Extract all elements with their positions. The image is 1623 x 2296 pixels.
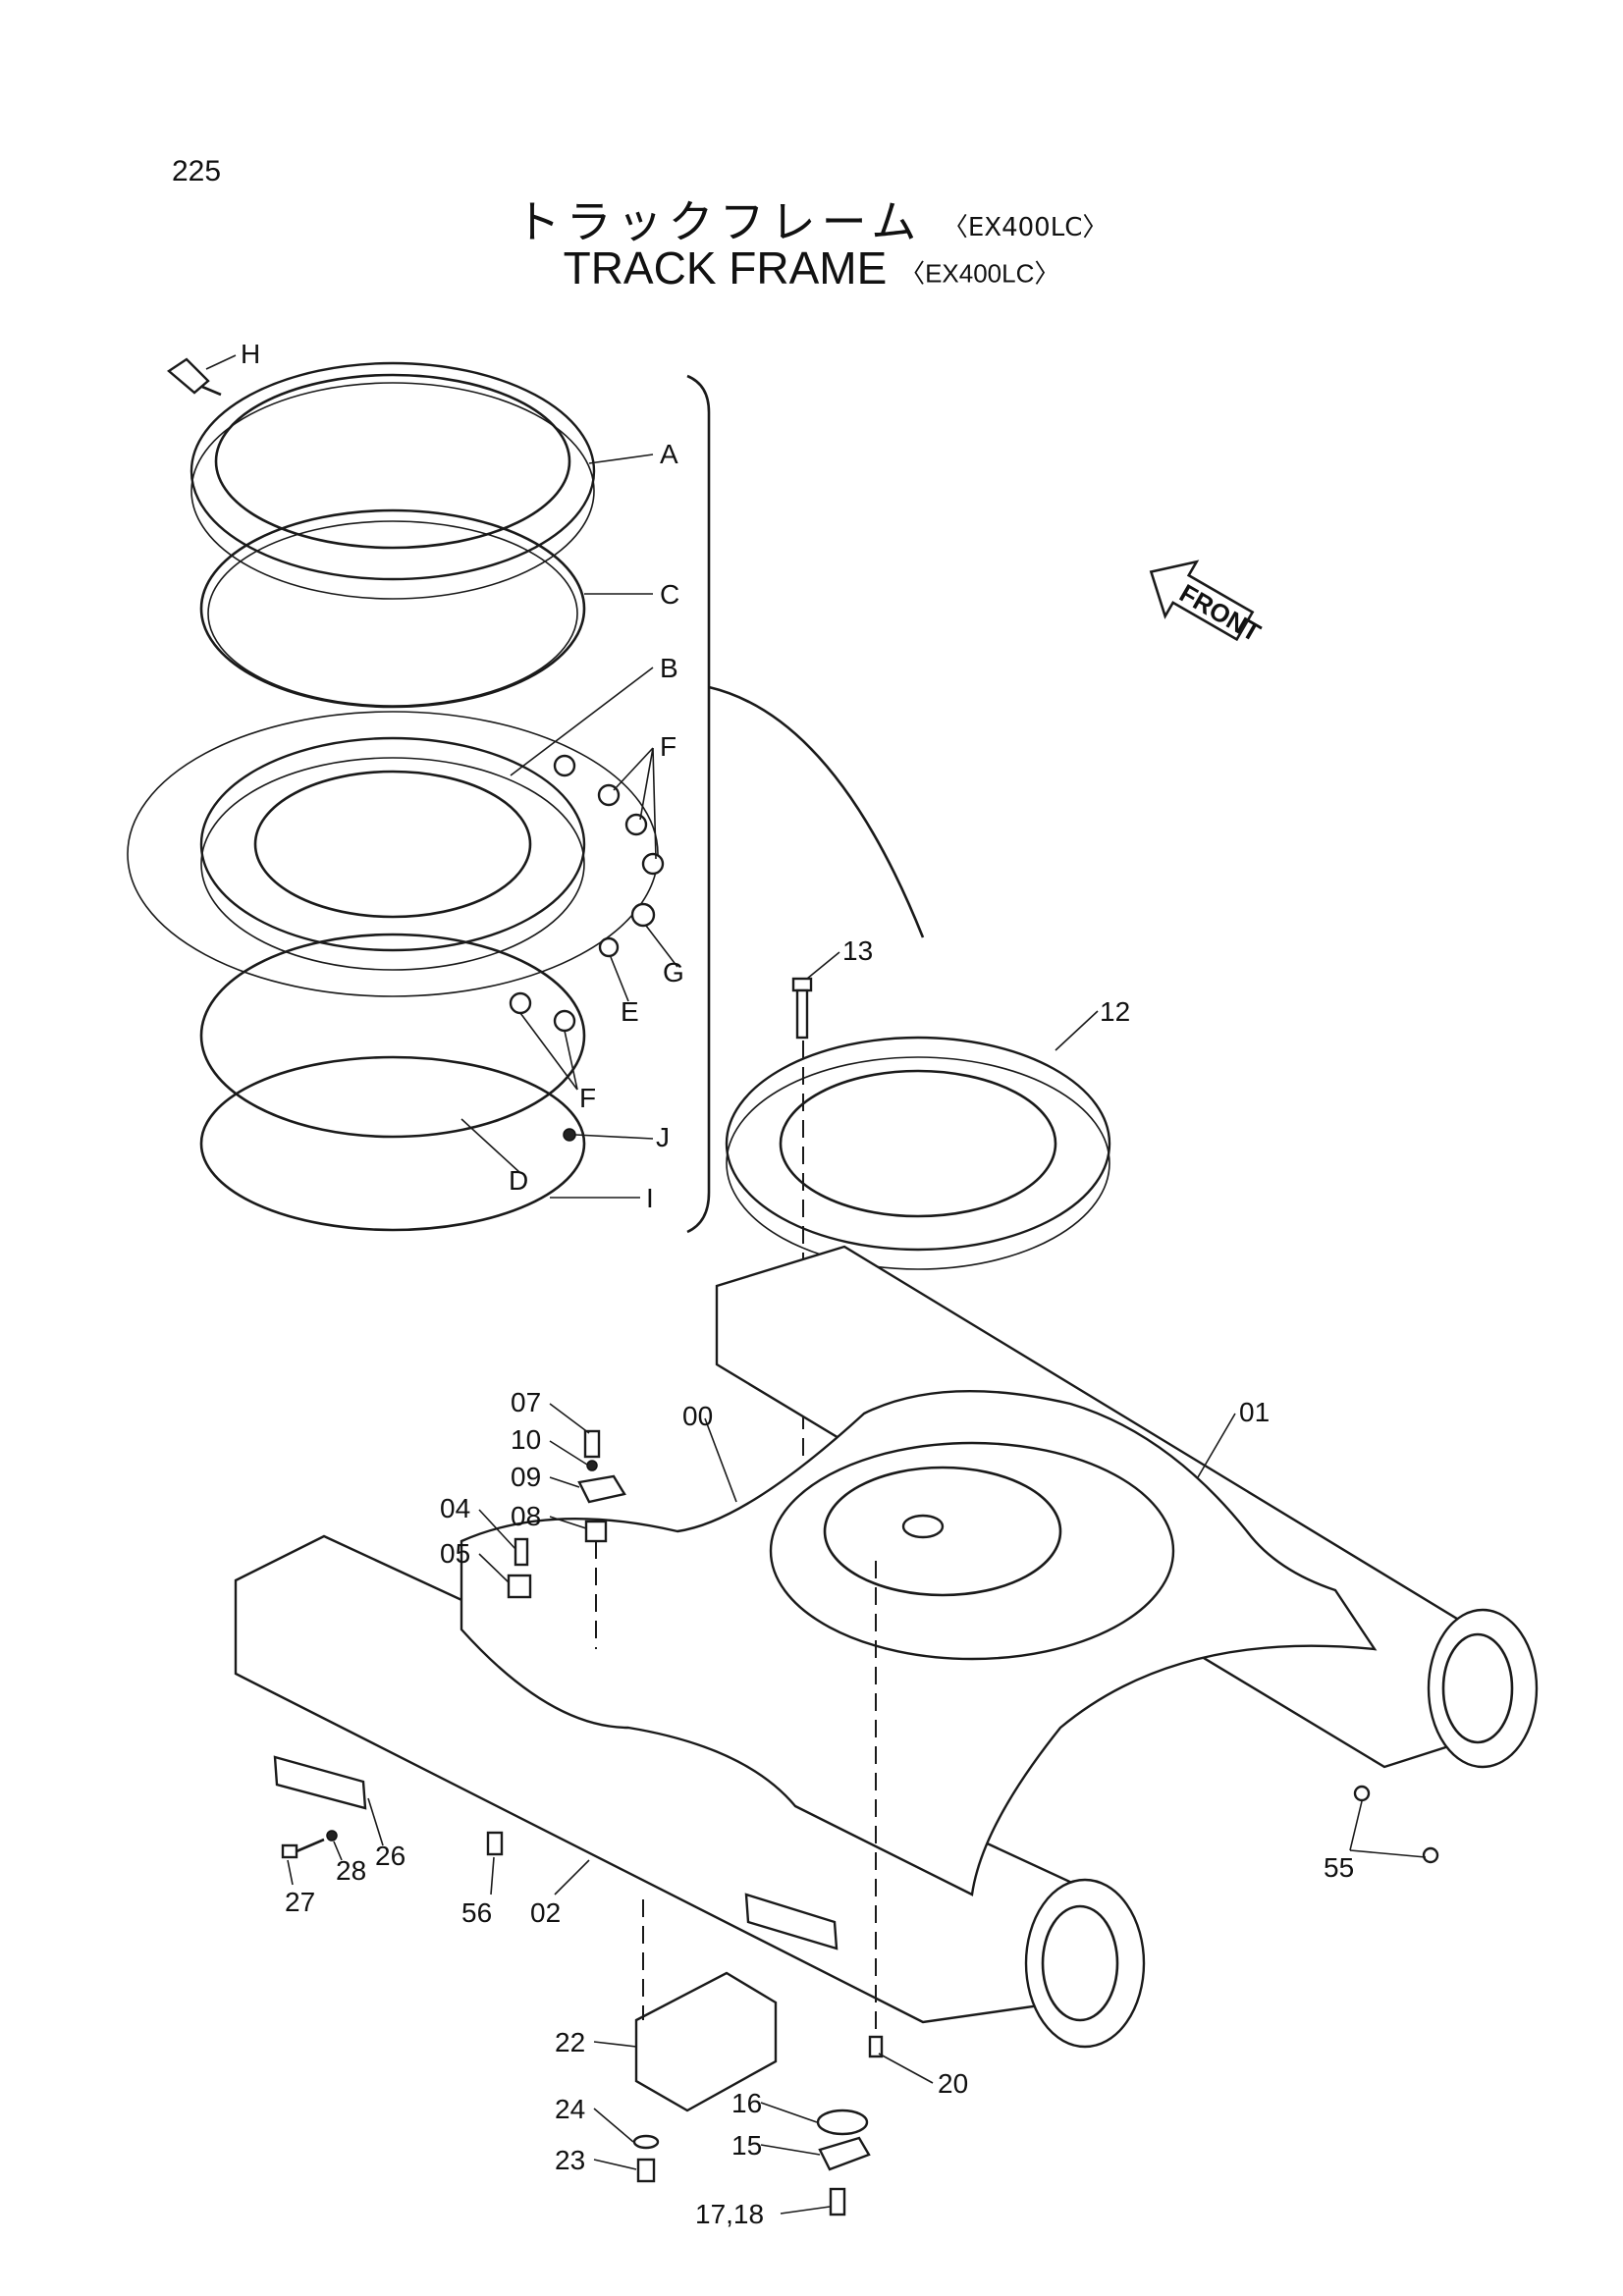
callout-10: 10 [511, 1424, 541, 1455]
callout-05: 05 [440, 1538, 470, 1569]
inner-race-b [199, 736, 586, 971]
plug-j [563, 1128, 576, 1142]
callout-24: 24 [555, 2094, 585, 2124]
plate-09 [577, 1474, 626, 1504]
plug-55b [1422, 1846, 1439, 1864]
callout-15: 15 [731, 2130, 762, 2161]
rollers-f [509, 754, 665, 1033]
page-number: 225 [172, 155, 222, 187]
bolt-23 [636, 2158, 656, 2183]
callout-17-18: 17,18 [695, 2199, 764, 2229]
title-japanese-text: トラックフレーム [514, 195, 923, 248]
ring-i [199, 1055, 586, 1232]
callout-c: C [660, 579, 679, 610]
bolt-27 [281, 1838, 325, 1859]
roller-g [630, 902, 656, 928]
bushing-05 [507, 1574, 532, 1599]
bearing-12 [725, 1036, 1111, 1270]
track-frame [234, 1245, 1539, 2049]
bushing-08 [584, 1520, 608, 1543]
callout-09: 09 [511, 1462, 541, 1492]
callout-h: H [241, 339, 260, 369]
front-arrow-icon [1149, 560, 1255, 642]
title-japanese: トラックフレーム 〈EX400LC〉 [0, 187, 1623, 251]
seal-d [199, 933, 586, 1139]
callout-20: 20 [938, 2068, 968, 2099]
callout-f-upper: F [660, 731, 676, 762]
callout-f-lower: F [579, 1083, 596, 1113]
plate-16 [816, 2109, 869, 2136]
callout-13: 13 [842, 935, 873, 966]
washer-28 [326, 1830, 338, 1842]
leader-lines [205, 354, 1427, 2215]
title-english-text: TRACK FRAME [563, 242, 888, 294]
callout-a: A [660, 439, 678, 469]
washer-10 [586, 1460, 598, 1471]
model-tag-en: 〈EX400LC〉 [899, 258, 1060, 289]
callout-08: 08 [511, 1501, 541, 1531]
callout-02: 02 [530, 1897, 561, 1928]
plate-15 [818, 2136, 871, 2171]
callout-23: 23 [555, 2145, 585, 2175]
callout-e: E [621, 996, 639, 1027]
callout-01: 01 [1239, 1397, 1270, 1427]
callout-07: 07 [511, 1387, 541, 1417]
callout-g: G [663, 957, 684, 988]
seal-c-inner [207, 520, 578, 707]
callout-04: 04 [440, 1493, 470, 1523]
guard-26 [273, 1755, 367, 1810]
callout-b: B [660, 653, 678, 683]
bracket-leader-curve [708, 685, 925, 938]
guard-right [744, 1893, 839, 1950]
callout-12: 12 [1100, 996, 1130, 1027]
plug-20 [868, 2035, 884, 2058]
model-tag-jp: 〈EX400LC〉 [942, 213, 1109, 242]
callout-28: 28 [336, 1855, 366, 1886]
bolt-17-18 [829, 2187, 846, 2216]
ball-e [598, 936, 620, 958]
callout-26: 26 [375, 1841, 406, 1871]
front-arrow: FRONT [1149, 560, 1266, 648]
callout-labels: H A C B F G E F J D I 13 12 07 10 09 08 … [241, 339, 1354, 2229]
callout-56: 56 [461, 1897, 492, 1928]
bolt-h [167, 357, 222, 397]
bracket-22 [634, 1971, 778, 2112]
bolt-13 [791, 977, 813, 1040]
callout-00: 00 [682, 1401, 713, 1431]
bolt-04 [514, 1537, 529, 1567]
callout-d: D [509, 1165, 528, 1196]
outer-race-a [189, 361, 596, 600]
group-bracket [686, 374, 711, 1234]
callout-22: 22 [555, 2027, 585, 2057]
callout-16: 16 [731, 2088, 762, 2118]
plug-55a [1353, 1785, 1371, 1802]
washer-24 [632, 2134, 660, 2150]
callout-i: I [646, 1183, 654, 1213]
bolt-07 [583, 1429, 601, 1459]
callout-55: 55 [1324, 1852, 1354, 1883]
title-english: TRACK FRAME 〈EX400LC〉 [0, 241, 1623, 294]
callout-27: 27 [285, 1887, 315, 1917]
callout-j: J [656, 1122, 670, 1152]
seal-c [199, 508, 586, 709]
plug-56 [486, 1831, 504, 1856]
